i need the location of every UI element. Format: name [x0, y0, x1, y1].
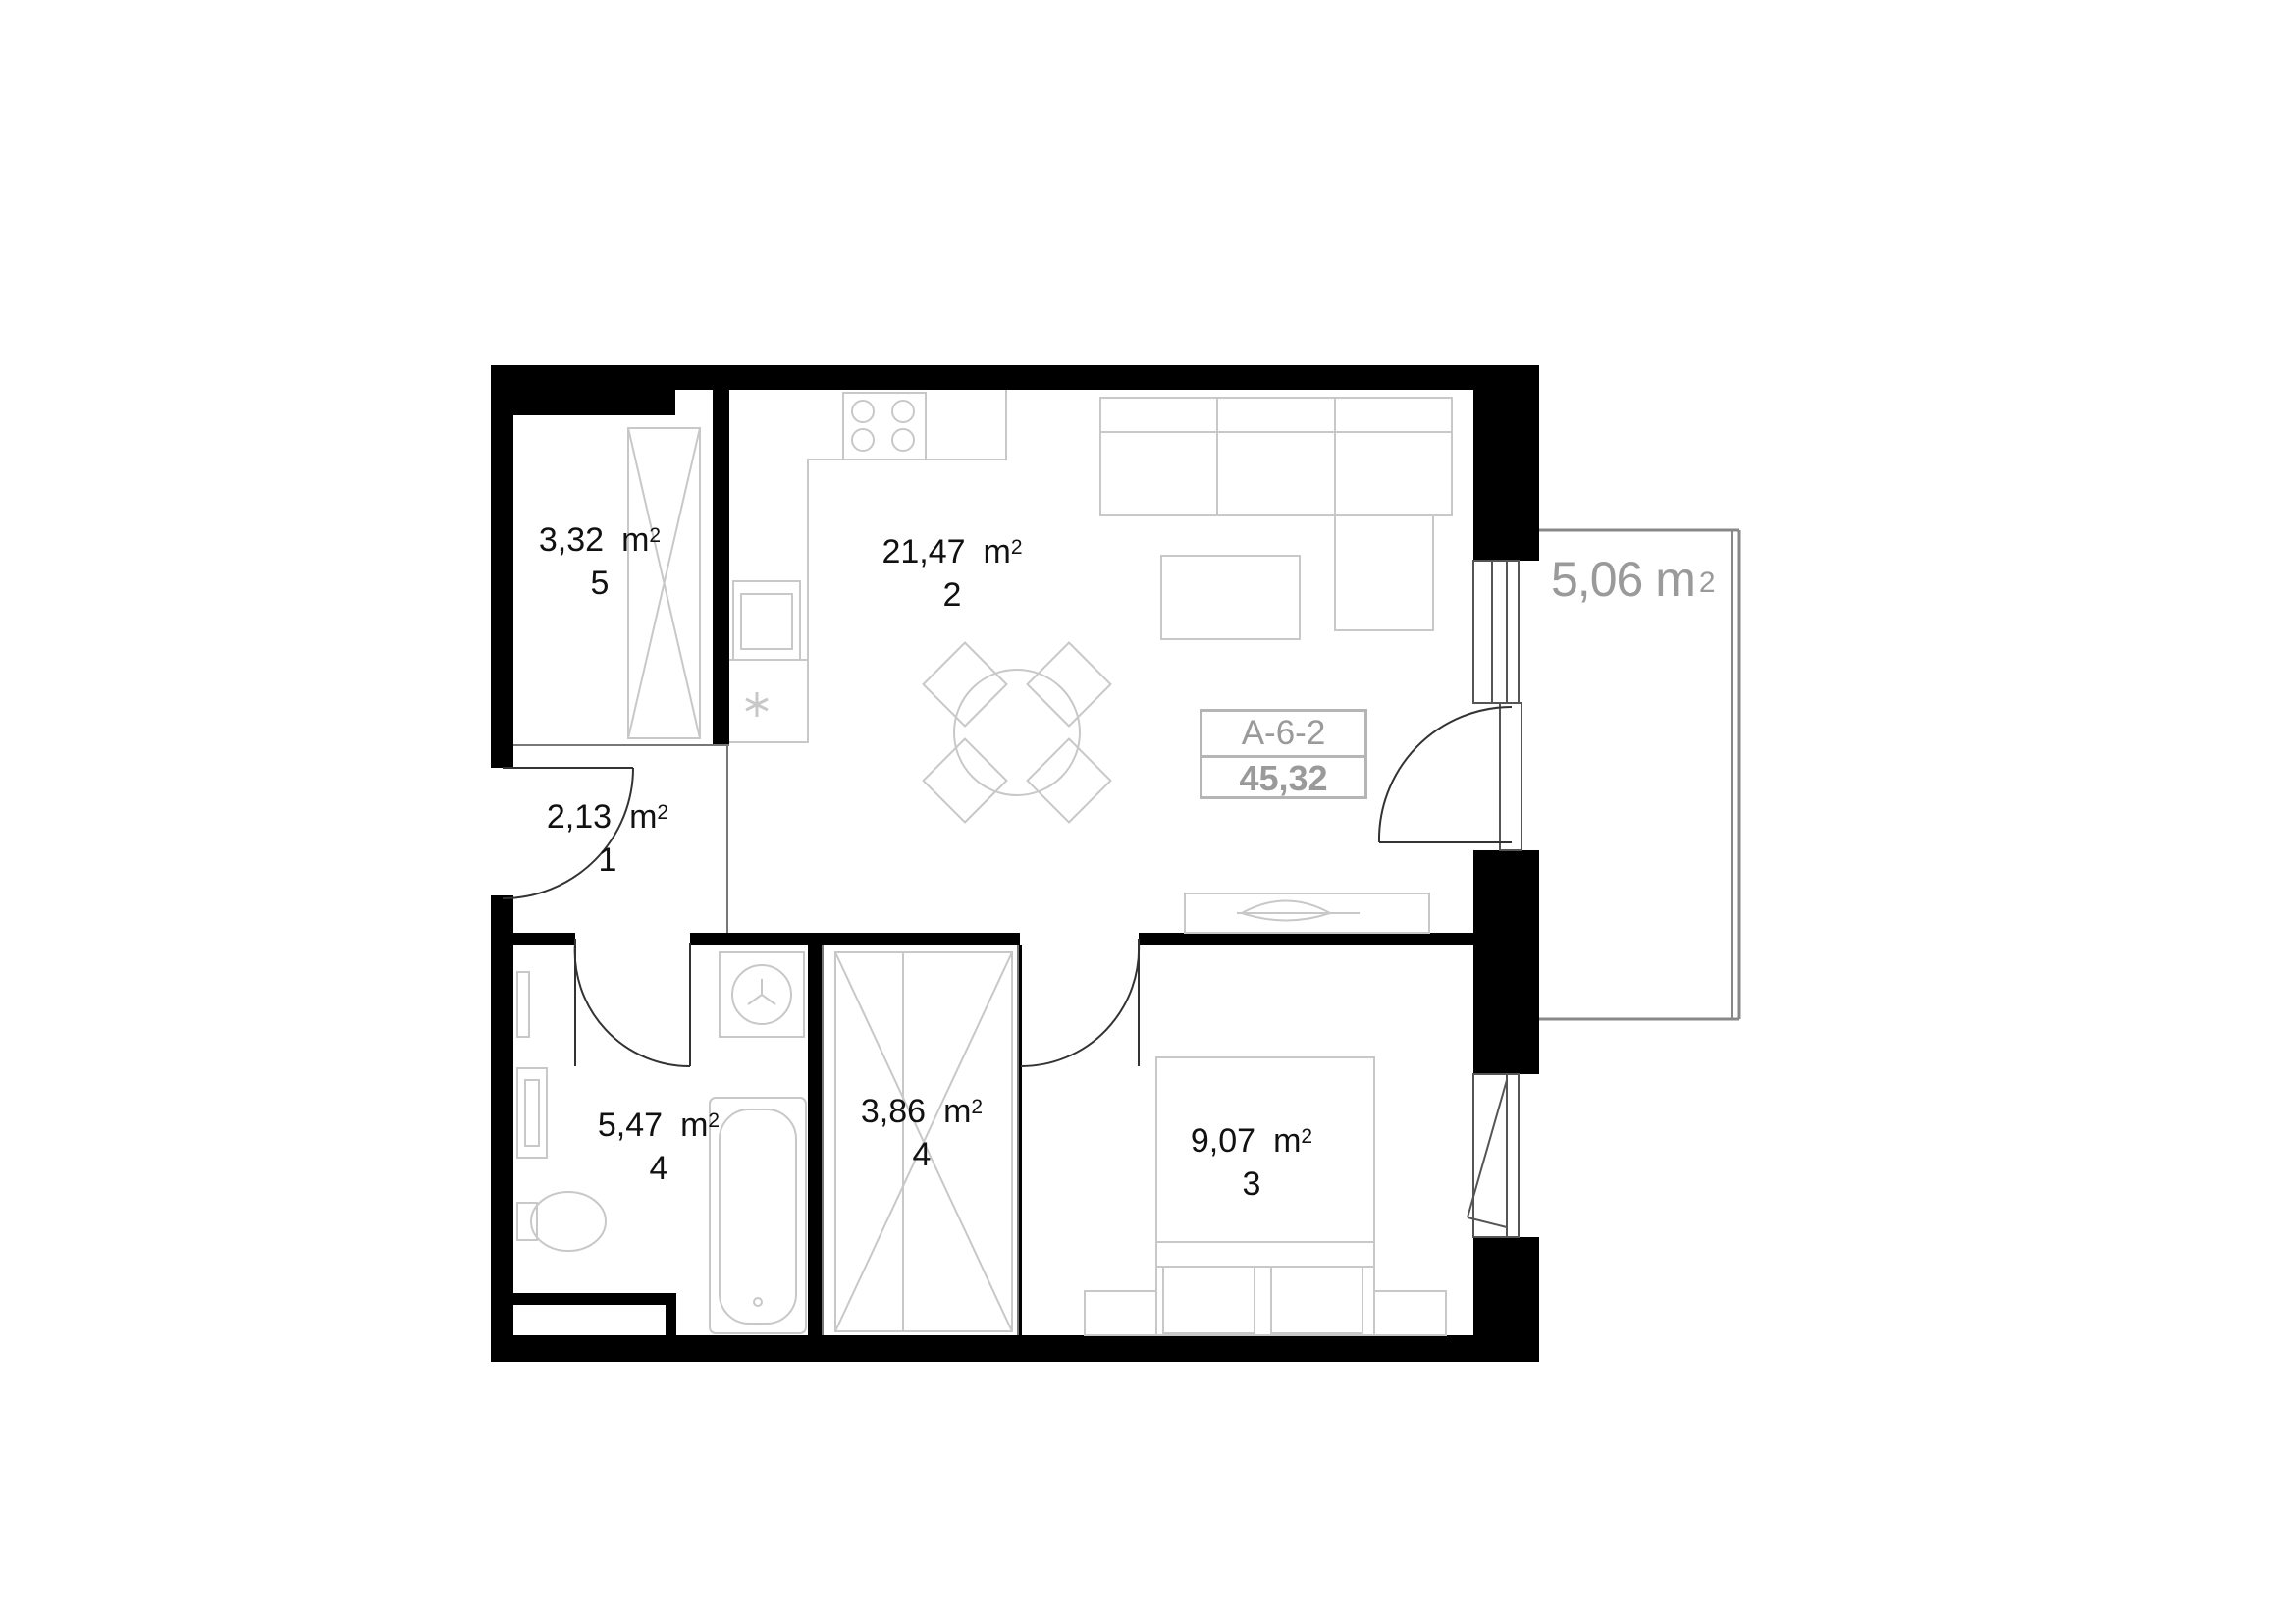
kitchen-counter [729, 390, 1007, 743]
tv-icon [1239, 899, 1333, 922]
bath-cabinet [516, 971, 530, 1038]
partitions [513, 744, 1019, 1335]
room-number: 5 [590, 565, 610, 602]
wall-mid-2 [690, 933, 1020, 945]
balcony-area-sup: 2 [1698, 567, 1716, 599]
area-unit: m [943, 1093, 972, 1130]
doors [502, 706, 1513, 1068]
chair-4 [1026, 737, 1112, 824]
nightstand-right [1373, 1290, 1447, 1336]
pillow-right [1270, 1266, 1363, 1334]
room-number: 4 [649, 1150, 668, 1187]
area-unit: m [629, 798, 658, 836]
chair-2 [1026, 641, 1112, 728]
area-unit-sup: 2 [1301, 1125, 1313, 1148]
room-label-closet: 3,86 m2 4 [848, 1090, 995, 1176]
room-label-wardrobe: 3,32 m2 5 [526, 518, 673, 605]
tv-cabinet [1184, 893, 1430, 934]
wall-mid-1 [513, 933, 575, 945]
bath-sink [516, 1067, 548, 1159]
window-bedroom [1472, 1073, 1520, 1238]
wall-bath-shelf-nib [666, 1293, 676, 1335]
walls [491, 365, 1539, 1362]
wall-wardrobe-right [713, 390, 729, 745]
nightstand-left [1084, 1290, 1157, 1336]
wall-left-upper [491, 365, 513, 768]
cooktop [842, 392, 927, 460]
area-unit: m [983, 533, 1011, 570]
room-area: 21,47 [881, 533, 966, 570]
balcony-door-frame [1499, 702, 1522, 851]
room-label-bathroom: 5,47 m2 4 [585, 1104, 732, 1190]
window-living [1472, 560, 1520, 704]
wardrobe-unit [627, 427, 701, 739]
toilet [530, 1191, 607, 1252]
room-label-bedroom: 9,07 m2 3 [1178, 1119, 1325, 1206]
wall-left-lower [491, 895, 513, 1362]
wall-right-1 [1473, 365, 1539, 561]
room-area: 3,86 [860, 1093, 927, 1130]
chair-1 [922, 641, 1008, 728]
wall-bottom [491, 1335, 1539, 1362]
area-unit-sup: 2 [1010, 536, 1023, 559]
bed [1155, 1056, 1375, 1336]
closet-unit [834, 951, 1013, 1332]
pillow-left [1162, 1266, 1255, 1334]
wall-mid-3 [1139, 933, 1473, 945]
dining-table [953, 669, 1081, 796]
room-area: 2,13 [546, 798, 613, 836]
fridge-icon [745, 692, 769, 717]
door-balcony-arc [1377, 706, 1513, 843]
area-unit-sup: 2 [649, 524, 662, 547]
area-unit-sup: 2 [708, 1109, 721, 1132]
wall-closet-left-thin [1018, 945, 1022, 1335]
wall-right-2 [1473, 850, 1539, 1074]
door-entrance-arc [502, 767, 634, 899]
door-bedroom-arc [1020, 942, 1141, 1068]
area-unit: m [680, 1107, 709, 1144]
room-label-living: 21,47 m2 2 [864, 530, 1041, 617]
area-unit: m [1273, 1122, 1302, 1160]
unit-tag: A-6-2 45,32 [1200, 709, 1367, 799]
balcony [1539, 528, 1741, 1021]
wall-right-3 [1473, 1237, 1539, 1362]
coffee-table [1160, 555, 1301, 640]
wall-bath-right [808, 945, 823, 1335]
room-label-hall: 2,13 m2 1 [534, 795, 681, 882]
room-area: 9,07 [1190, 1122, 1256, 1160]
balcony-area: 5,06 m [1551, 552, 1696, 607]
windows [1472, 560, 1522, 1238]
room-number: 1 [598, 841, 617, 879]
unit-total-area: 45,32 [1239, 758, 1328, 798]
wall-top [491, 365, 1539, 390]
room-area: 3,32 [538, 521, 605, 559]
area-unit-sup: 2 [657, 801, 669, 824]
furniture [516, 390, 1453, 1336]
bathtub [709, 1097, 807, 1334]
sofa-chaise [1334, 514, 1434, 631]
wall-wardrobe-shelf [513, 390, 675, 415]
chair-3 [922, 737, 1008, 824]
door-bath-arc [573, 942, 691, 1068]
washing-machine [719, 951, 805, 1038]
unit-code: A-6-2 [1202, 712, 1364, 758]
wall-wardrobe-top-nib [652, 390, 675, 415]
room-area: 5,47 [597, 1107, 664, 1144]
room-number: 3 [1242, 1165, 1261, 1203]
sofa [1099, 397, 1453, 516]
room-number: 4 [912, 1136, 932, 1173]
area-unit-sup: 2 [971, 1096, 984, 1118]
hob-burner [851, 400, 875, 423]
area-unit: m [621, 521, 650, 559]
room-number: 2 [942, 576, 962, 614]
wall-bath-shelf [513, 1293, 676, 1305]
